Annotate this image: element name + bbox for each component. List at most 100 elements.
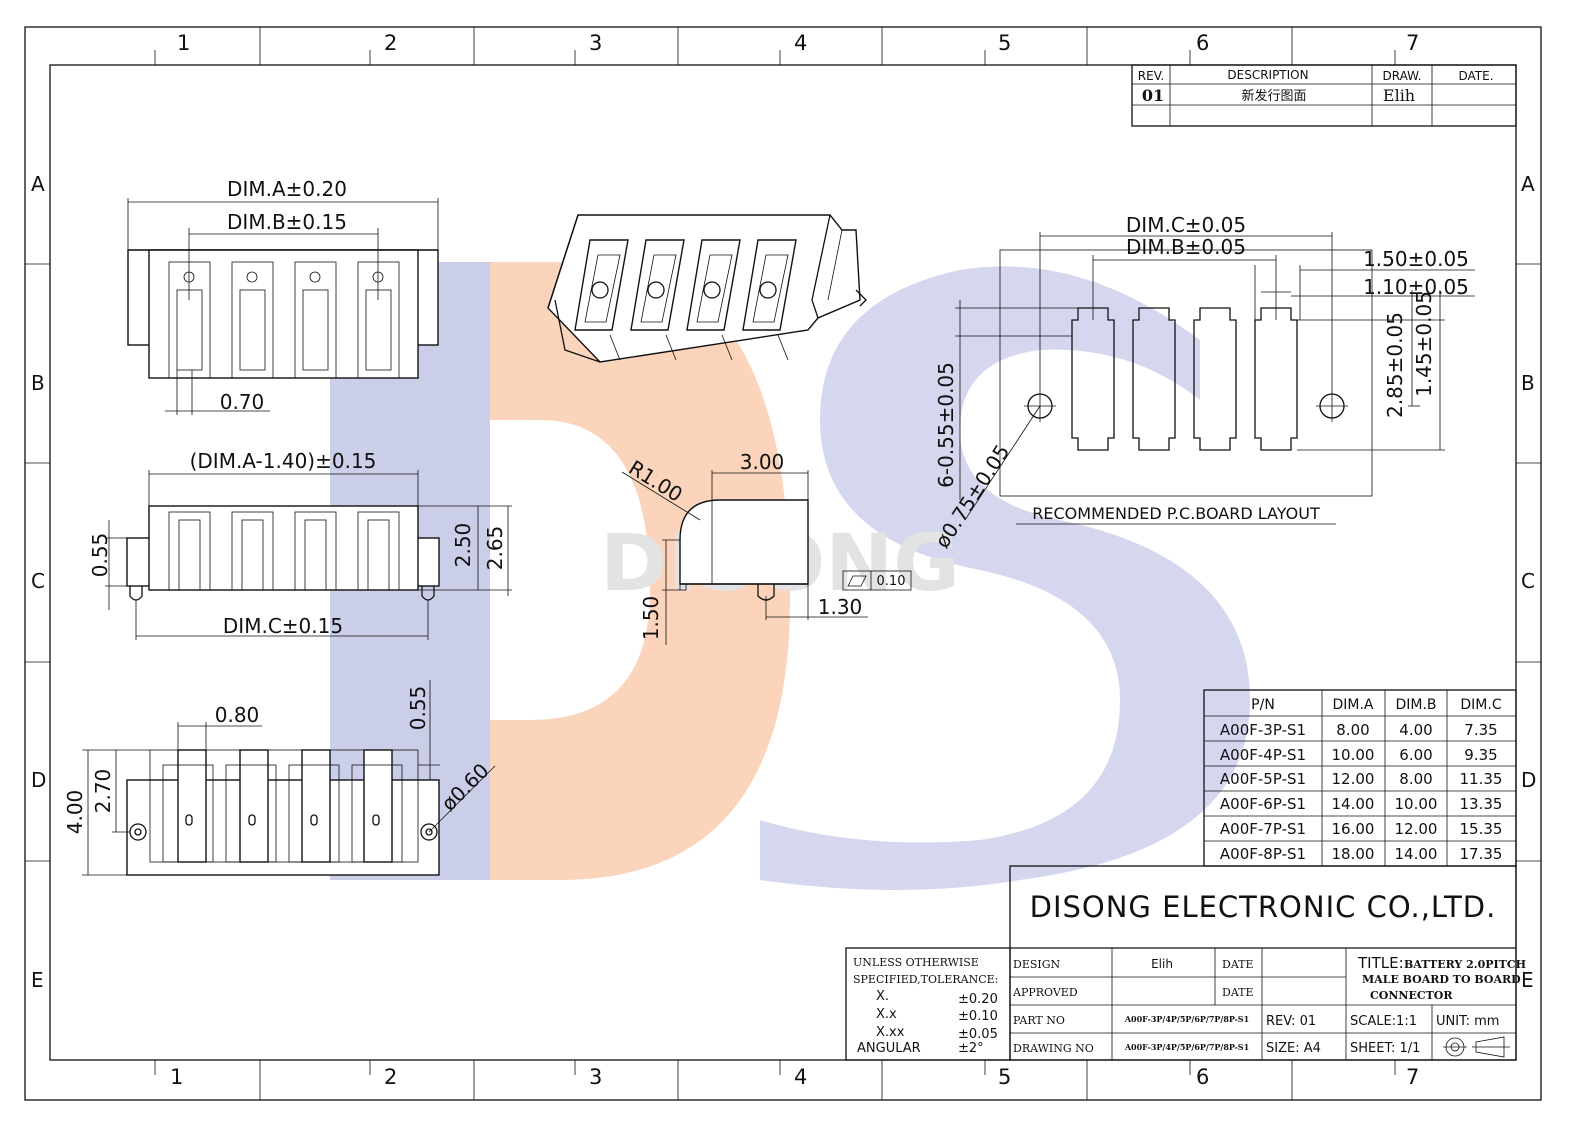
front-h1-label: 0.55 xyxy=(88,533,112,578)
bottom-h3-label: 4.00 xyxy=(63,790,87,835)
pcb-dim-c-label: DIM.C±0.05 xyxy=(1126,213,1246,237)
pcb-w2-label: 1.10±0.05 xyxy=(1363,275,1469,299)
top-view-contacts xyxy=(168,261,400,379)
dima-cell: 12.00 xyxy=(1332,770,1375,788)
pn-cell: A00F-3P-S1 xyxy=(1220,721,1306,739)
size-field: SIZE: A4 xyxy=(1266,1041,1321,1056)
iso-contacts xyxy=(574,239,797,331)
flatness-value: 0.10 xyxy=(877,574,906,589)
col-label: 3 xyxy=(589,31,602,55)
tolerance-key: ANGULAR xyxy=(857,1041,921,1056)
dima-cell: 18.00 xyxy=(1332,845,1375,863)
dima-cell: 14.00 xyxy=(1332,795,1375,813)
dima-cell: 10.00 xyxy=(1332,746,1375,764)
dimb-cell: 10.00 xyxy=(1395,795,1438,813)
side-offset-label: 1.30 xyxy=(818,595,863,619)
pn-cell: A00F-8P-S1 xyxy=(1220,845,1306,863)
pcb-w1-label: 1.50±0.05 xyxy=(1363,247,1469,271)
pn-cell: A00F-7P-S1 xyxy=(1220,820,1306,838)
dimc-cell: 13.35 xyxy=(1460,795,1503,813)
bottom-h1-label: 0.55 xyxy=(406,686,430,731)
pn-cell: A00F-6P-S1 xyxy=(1220,795,1306,813)
pn-cell: A00F-4P-S1 xyxy=(1220,746,1306,764)
pn-header: P/N xyxy=(1251,697,1275,713)
unit-field: UNIT: mm xyxy=(1436,1014,1499,1029)
dim-a-label: DIM.A±0.20 xyxy=(227,177,347,201)
tolerance-value: ±0.10 xyxy=(958,1009,998,1024)
row-label: C xyxy=(1521,569,1535,593)
sheet-field: SHEET: 1/1 xyxy=(1350,1041,1420,1056)
dimc-cell: 7.35 xyxy=(1464,721,1497,739)
row-label: E xyxy=(1521,968,1534,992)
pcb-dim-b-label: DIM.B±0.05 xyxy=(1126,235,1246,259)
projection-symbol-icon xyxy=(1443,1036,1510,1058)
dima-cell: 8.00 xyxy=(1336,721,1369,739)
rev-field: REV: 01 xyxy=(1266,1014,1316,1029)
front-h3-label: 2.65 xyxy=(483,526,507,571)
row-label: A xyxy=(31,172,45,196)
bottom-h2-label: 2.70 xyxy=(91,769,115,814)
dimb-cell: 12.00 xyxy=(1395,820,1438,838)
dimc-cell: 9.35 xyxy=(1464,746,1497,764)
row-label: D xyxy=(31,768,46,792)
tolerance-value: ±0.20 xyxy=(958,992,998,1007)
bottom-w1-label: 0.80 xyxy=(215,703,260,727)
col-label: 7 xyxy=(1406,31,1419,55)
col-label: 5 xyxy=(998,1065,1011,1089)
tolerance-key: X.xx xyxy=(876,1025,905,1040)
side-view: 3.00 R1.00 1.50 1.30 0.10 xyxy=(621,450,912,645)
inner-frame xyxy=(49,64,1517,1061)
bottom-view: 0.80 0.55 ø0.60 2.70 4.00 xyxy=(63,680,496,876)
col-label: 5 xyxy=(998,31,1011,55)
front-h2-label: 2.50 xyxy=(451,523,475,568)
revision-table: REV. DESCRIPTION DRAW. DATE. 01 新发行图面 El… xyxy=(1131,64,1517,127)
top-view: DIM.A±0.20 DIM.B±0.15 0.70 xyxy=(127,177,439,415)
dimc-cell: 17.35 xyxy=(1460,845,1503,863)
outer-frame xyxy=(24,26,1542,1101)
title-block: DISONG ELECTRONIC CO.,LTD. UNLESS OTHERW… xyxy=(845,865,1526,1061)
design-value: Elih xyxy=(1151,957,1173,971)
tolerance-value: ±2° xyxy=(958,1041,984,1056)
dim-a-minus-label: (DIM.A-1.40)±0.15 xyxy=(190,449,377,473)
design-date-label: DATE xyxy=(1222,958,1254,971)
draw-value: Elih xyxy=(1383,86,1415,105)
pcb-pad-h2-label: 1.45±0.05 xyxy=(1412,291,1436,397)
pcb-pad-h1-label: 2.85±0.05 xyxy=(1383,312,1407,418)
row-label: D xyxy=(1521,768,1536,792)
row-label: E xyxy=(31,968,44,992)
row-labels-left: A B C D E xyxy=(31,172,46,992)
design-label: DESIGN xyxy=(1013,958,1061,971)
column-labels-bottom: 1 2 3 4 5 6 7 xyxy=(170,1065,1419,1089)
pcb-layout-view: DIM.C±0.05 DIM.B±0.05 1.50±0.05 1.10±0.0… xyxy=(930,213,1475,552)
row-label: C xyxy=(31,569,45,593)
col-label: 6 xyxy=(1196,31,1209,55)
col-label: 6 xyxy=(1196,1065,1209,1089)
row-label: A xyxy=(1521,172,1535,196)
description-value: 新发行图面 xyxy=(1241,88,1306,104)
col-label: 1 xyxy=(177,31,190,55)
row-labels-right: A B C D E xyxy=(1521,172,1536,992)
rev-value: 01 xyxy=(1142,86,1164,105)
pcb-left-dim-label: 6-0.55±0.05 xyxy=(934,362,958,488)
drawing-no-value: A00F-3P/4P/5P/6P/7P/8P-S1 xyxy=(1124,1042,1249,1052)
pitch-label: 0.70 xyxy=(220,390,265,414)
part-no-label: PART NO xyxy=(1013,1014,1065,1027)
col-label: 7 xyxy=(1406,1065,1419,1089)
tolerance-key: X.x xyxy=(876,1007,897,1022)
date-header: DATE. xyxy=(1458,69,1493,83)
dimb-cell: 6.00 xyxy=(1399,746,1432,764)
dimb-cell: 4.00 xyxy=(1399,721,1432,739)
frame-zone-ticks xyxy=(25,27,1541,1100)
tolerance-value: ±0.05 xyxy=(958,1027,998,1042)
col-label: 1 xyxy=(170,1065,183,1089)
col-label: 4 xyxy=(794,1065,807,1089)
description-header: DESCRIPTION xyxy=(1227,68,1308,82)
front-view-contacts xyxy=(168,511,400,591)
pn-table: P/N DIM.A DIM.B DIM.C A00F-3P-S1 8.00 4.… xyxy=(1203,689,1517,867)
isometric-view xyxy=(547,214,867,363)
dim-b-label: DIM.B±0.15 xyxy=(227,210,347,234)
dima-header: DIM.A xyxy=(1332,697,1373,713)
part-no-value: A00F-3P/4P/5P/6P/7P/8P-S1 xyxy=(1124,1014,1249,1024)
tolerance-line1: UNLESS OTHERWISE xyxy=(853,956,979,969)
dimb-cell: 14.00 xyxy=(1395,845,1438,863)
